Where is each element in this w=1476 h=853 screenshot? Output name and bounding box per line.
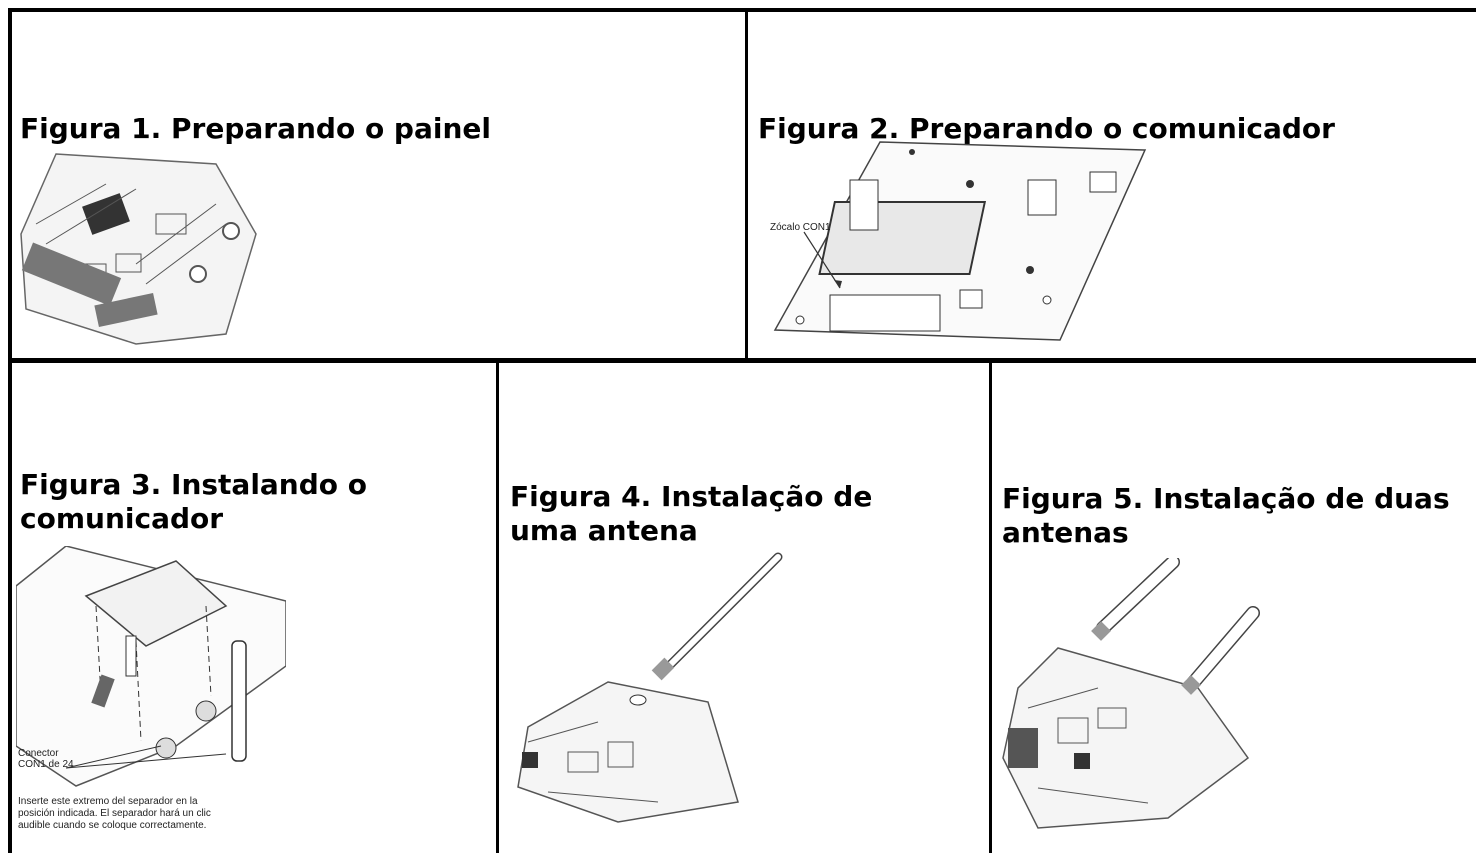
figure-1-panel-illustration <box>20 153 257 345</box>
table-border-left <box>8 8 12 853</box>
figure-3-connector-label-2: CON1 de 24 <box>18 759 74 770</box>
figure-3-note-line-2: posición indicada. El separador hará un … <box>18 808 211 819</box>
col-divider-bottom-1 <box>496 360 499 853</box>
col-divider-bottom-2 <box>989 360 992 853</box>
figure-1-caption: Figura 1. Preparando o painel <box>20 112 491 145</box>
figure-2-caption: Figura 2. Preparando o comunicador <box>758 112 1335 145</box>
figure-2-communicator-illustration: Zócalo CON1 <box>770 141 1147 341</box>
table-border-top <box>8 8 1476 12</box>
figure-3-caption: Figura 3. Instalando o comunicador <box>20 468 368 535</box>
figure-5-caption: Figura 5. Instalação de duas antenas <box>1002 482 1450 549</box>
figure-4-one-antenna-illustration <box>517 552 783 823</box>
figure-3-note-line-1: Inserte este extremo del separador en la <box>18 796 198 807</box>
row-divider <box>8 358 1476 363</box>
figure-3-installation-illustration: Conector CON1 de 24 <box>16 546 286 787</box>
figure-5-two-antennas-illustration <box>1002 558 1260 829</box>
figure-3-connector-label-1: Conector <box>18 748 59 759</box>
figure-2-callout-label: Zócalo CON1 <box>770 222 831 233</box>
figure-3-note-line-3: audible cuando se coloque correctamente. <box>18 820 207 831</box>
col-divider-top <box>745 8 748 360</box>
figure-4-caption: Figura 4. Instalação de uma antena <box>510 480 873 547</box>
